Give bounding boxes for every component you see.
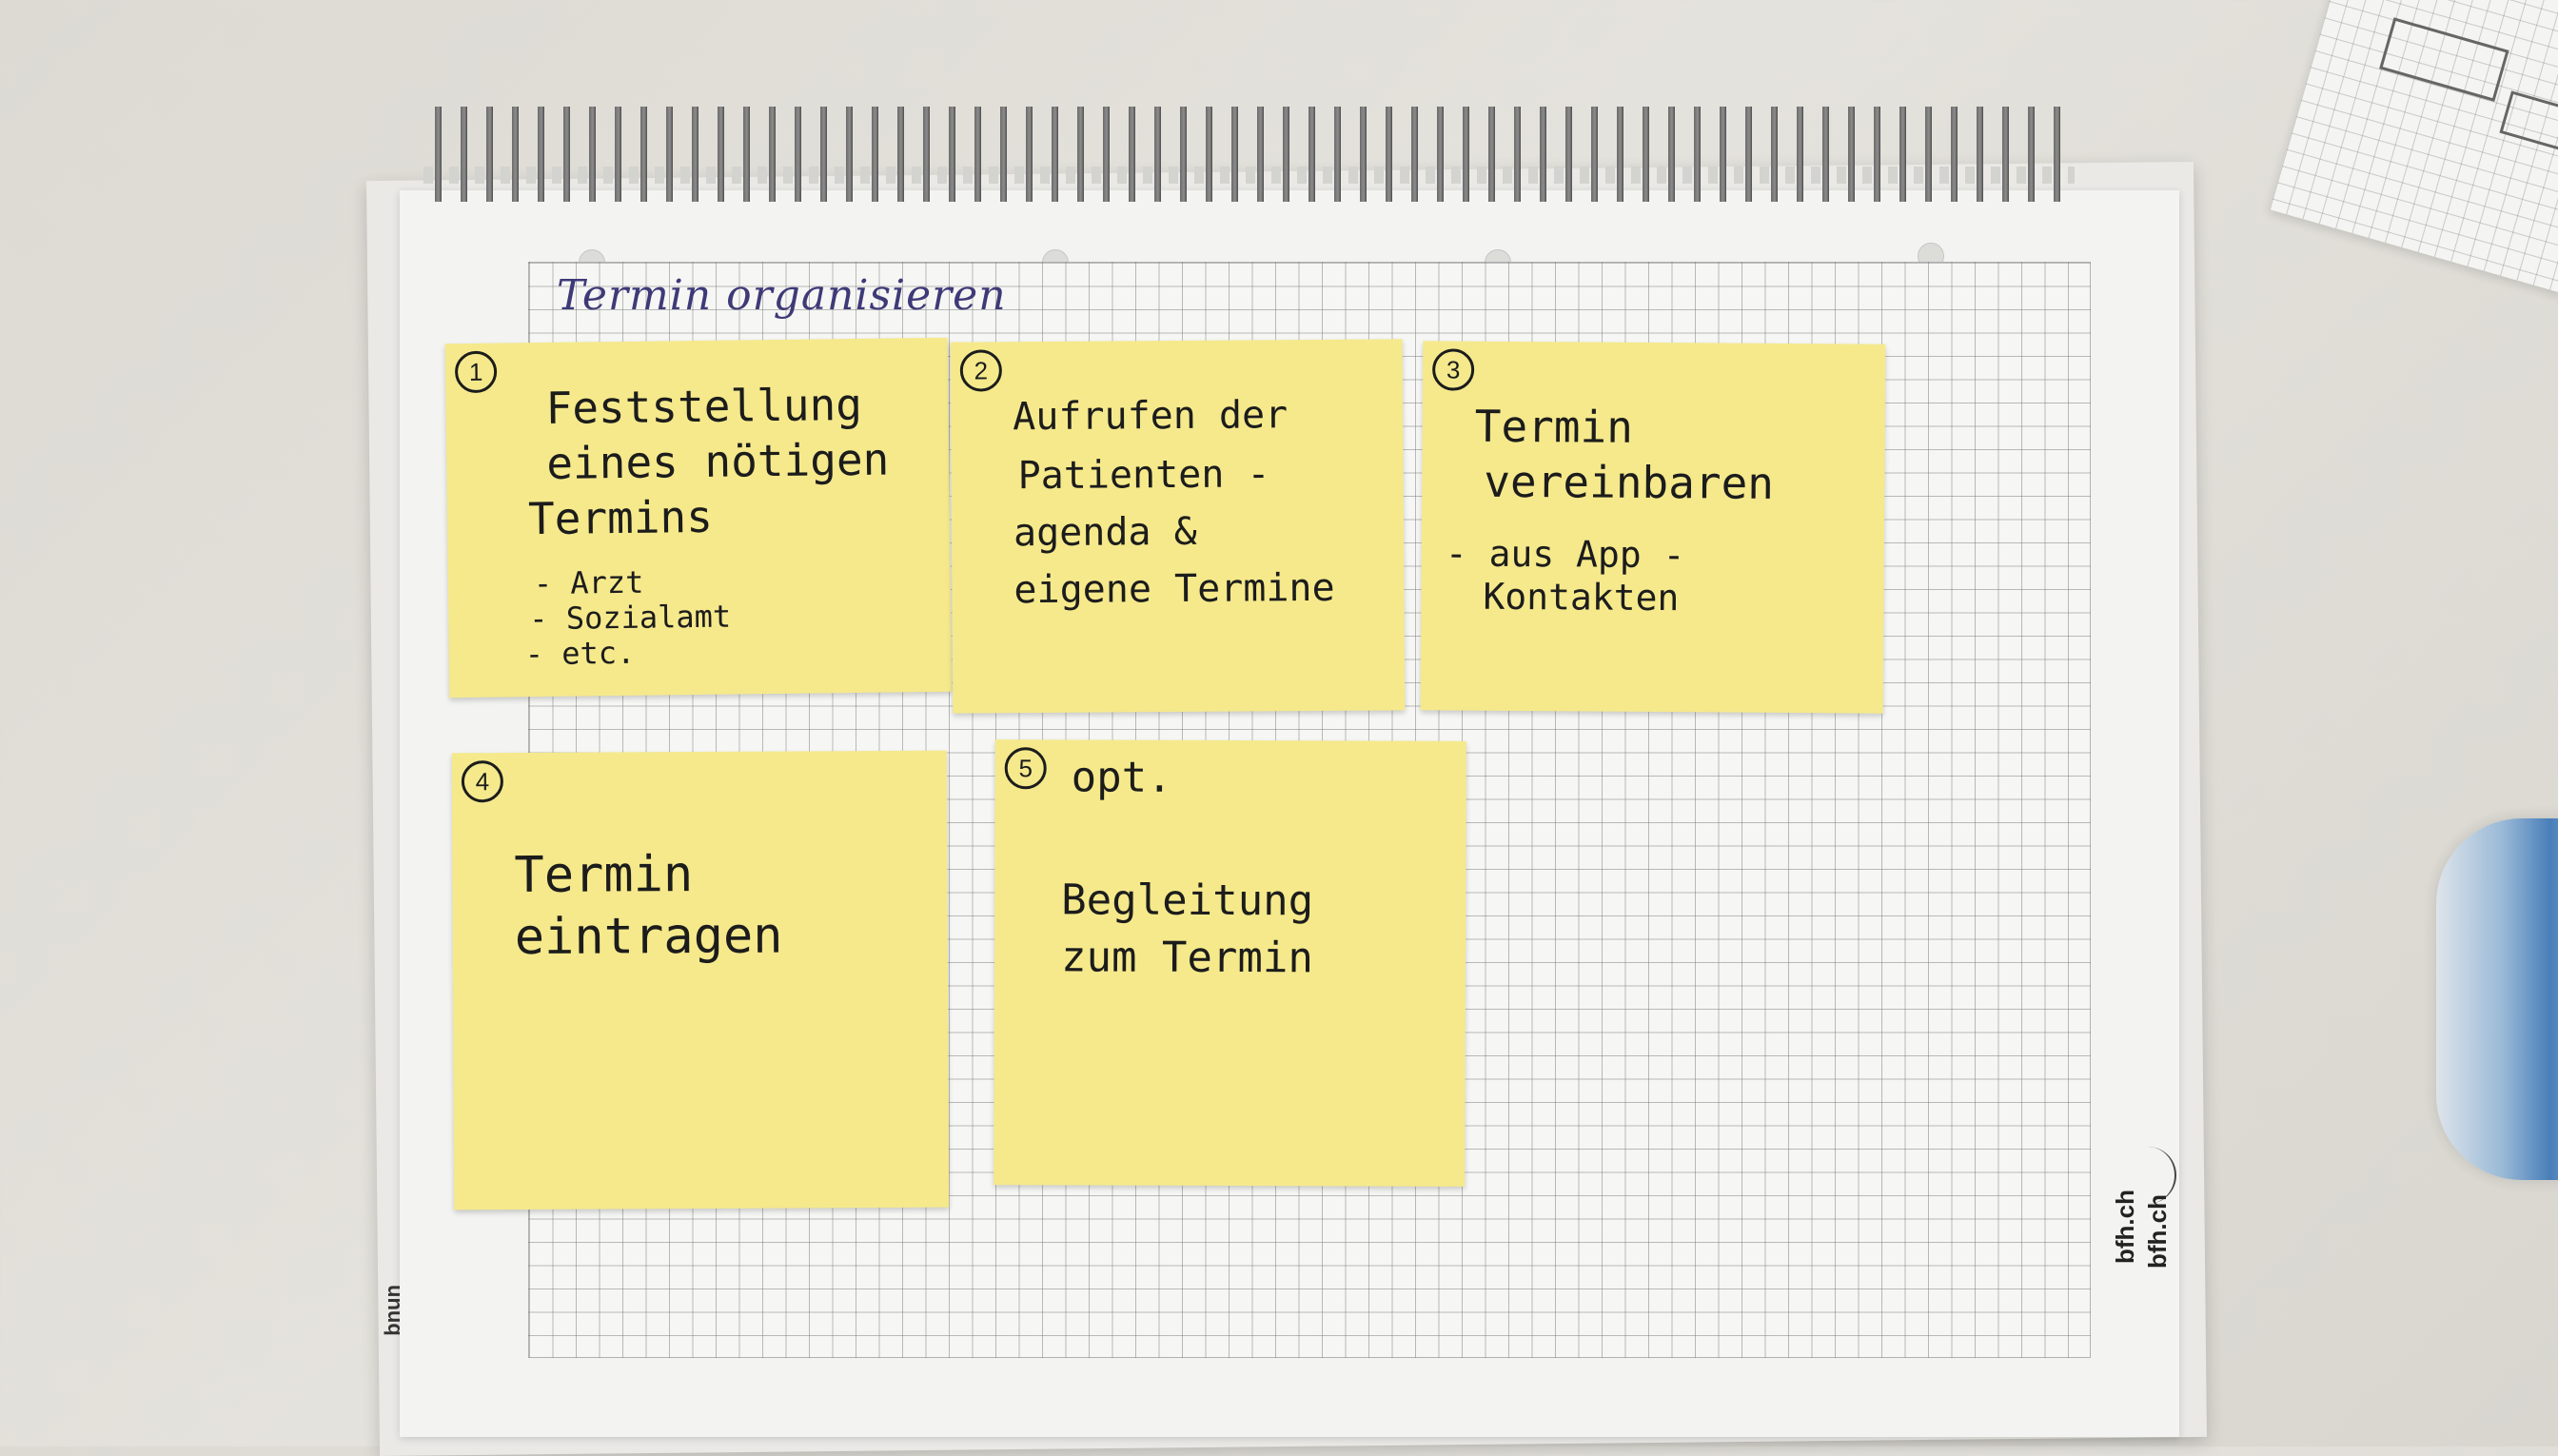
note-bullet: Kontakten: [1483, 575, 1680, 620]
page-title: Termin organisieren: [557, 271, 1007, 320]
sticky-note-4[interactable]: 4 Termin eintragen: [451, 750, 950, 1210]
sticky-note-2[interactable]: 2 Aufrufen der Patienten - agenda & eige…: [950, 339, 1406, 714]
note-bullet: - Sozialamt: [529, 598, 732, 638]
step-number-badge: 4: [461, 760, 504, 803]
note-text-line: agenda &: [1013, 509, 1197, 556]
background-sketch-paper: [2269, 0, 2558, 294]
brand-label: bfh.ch: [2143, 1194, 2172, 1269]
note-bullet: - aus App -: [1445, 532, 1685, 577]
note-text-line: eintragen: [514, 907, 783, 967]
sketch-rectangle: [2379, 17, 2509, 102]
step-number-badge: 2: [959, 349, 1003, 392]
optional-prefix: opt.: [1071, 753, 1172, 802]
note-text-line: Feststellung: [545, 378, 863, 434]
note-bullet: - etc.: [524, 634, 636, 673]
sticky-note-1[interactable]: 1 Feststellung eines nötigen Termins - A…: [444, 337, 953, 698]
note-text-line: Aufrufen der: [1013, 393, 1289, 440]
step-number-badge: 3: [1431, 348, 1475, 391]
step-number-badge: 5: [1004, 747, 1047, 790]
note-text-line: Patienten -: [1017, 452, 1270, 499]
note-text-line: zum Termin: [1060, 933, 1314, 983]
water-bottle: [2436, 818, 2558, 1180]
note-text-line: vereinbaren: [1484, 455, 1775, 509]
note-text-line: Termin: [514, 846, 694, 905]
brand-curl: [2146, 1147, 2176, 1204]
note-text-line: eines nötigen: [545, 433, 890, 489]
note-text-line: Begleitung: [1061, 876, 1314, 926]
brand-label: bfh.ch: [2111, 1190, 2139, 1264]
sketch-rectangle: [2499, 90, 2558, 156]
side-label: unuq: [384, 1285, 407, 1336]
sticky-note-3[interactable]: 3 Termin vereinbaren - aus App - Kontakt…: [1420, 341, 1886, 714]
note-text-line: Termins: [527, 490, 714, 545]
spiral-holes: [423, 167, 2075, 184]
step-number-badge: 1: [454, 350, 498, 394]
note-bullet: - Arzt: [533, 563, 644, 602]
sticky-note-5[interactable]: 5 opt. Begleitung zum Termin: [994, 739, 1466, 1187]
note-text-line: eigene Termine: [1013, 565, 1335, 613]
note-text-line: Termin: [1474, 400, 1634, 453]
spiral-binding: [423, 107, 2075, 202]
